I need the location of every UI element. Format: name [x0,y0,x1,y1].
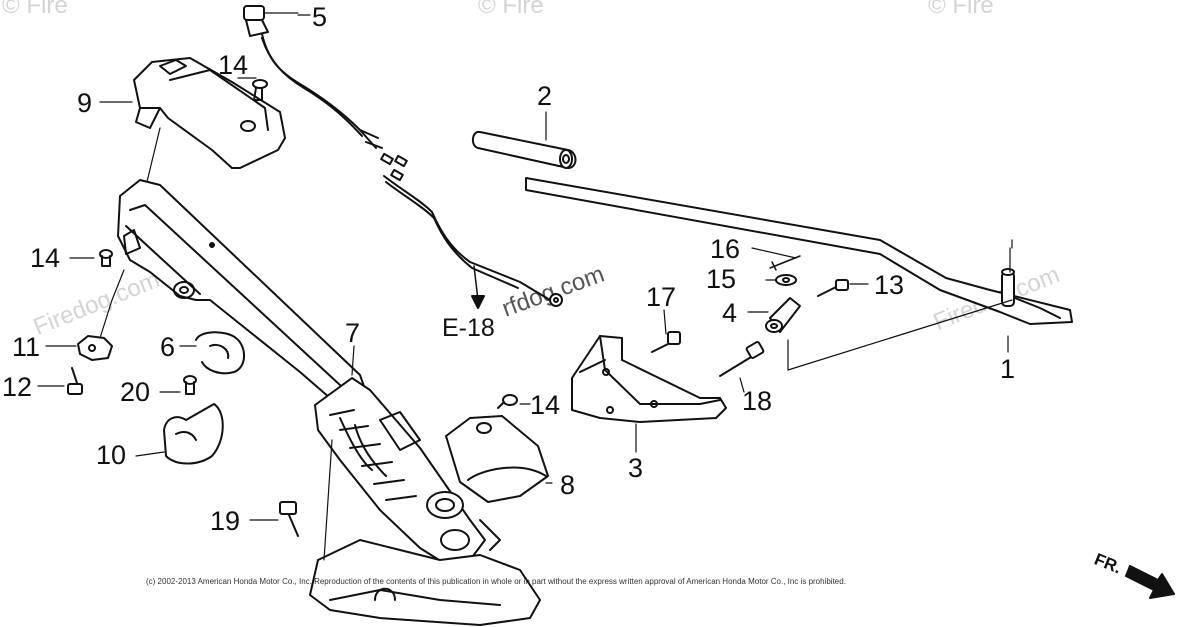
callout-6: 6 [160,332,176,362]
part-3-bracket [571,335,727,453]
watermark-top-right: © Fire [928,0,994,19]
callout-8: 8 [560,470,576,500]
part-14-screw-upper [252,79,268,101]
part-7-steering-column [117,179,541,626]
callout-9: 9 [77,88,93,118]
part-20-screw [159,375,197,395]
callout-7: 7 [345,318,361,348]
callout-16: 16 [710,234,741,264]
part-10-clamp [135,403,224,465]
part-8-cap [445,415,553,503]
part-14-screw-middle [497,394,518,409]
callout-15: 15 [706,264,737,294]
watermark-top-left: © Fire [2,0,68,19]
callout-20: 20 [120,377,151,407]
part-6-clip [179,331,245,375]
copyright-notice: (c) 2002-2013 American Honda Motor Co., … [146,577,846,586]
part-15-washer [765,274,797,286]
callout-10: 10 [96,440,127,470]
part-4-collar [747,297,801,333]
part-18-bolt [719,341,765,393]
watermark-top-center: © Fire [478,0,544,19]
callout-14-upper: 14 [218,50,249,80]
callout-5: 5 [312,2,328,32]
callout-1: 1 [1000,354,1016,384]
callout-12: 12 [2,372,33,402]
callout-2: 2 [537,81,553,111]
reference-label: E-18 [442,314,495,342]
callout-4: 4 [722,298,738,328]
callout-17: 17 [646,282,677,312]
part-11-clamp [45,269,125,361]
part-19-bolt [249,501,299,537]
part-13-bolt [817,279,869,297]
part-17-bolt [651,309,681,353]
part-5-harness [243,5,563,309]
part-16-pin [751,247,801,271]
part-14-screw-left [69,249,113,267]
callout-13: 13 [874,270,905,300]
front-direction-arrow [1125,565,1175,599]
part-2-grip [472,111,577,169]
callout-11: 11 [12,332,41,362]
callout-14-middle: 14 [530,390,561,420]
callout-3: 3 [628,453,644,483]
part-1-rod [525,177,1073,371]
callout-19: 19 [210,506,241,536]
callout-18: 18 [742,386,773,416]
callout-14-left: 14 [30,243,61,273]
part-9-column-cover [133,57,286,169]
part-12-screw [37,367,83,395]
